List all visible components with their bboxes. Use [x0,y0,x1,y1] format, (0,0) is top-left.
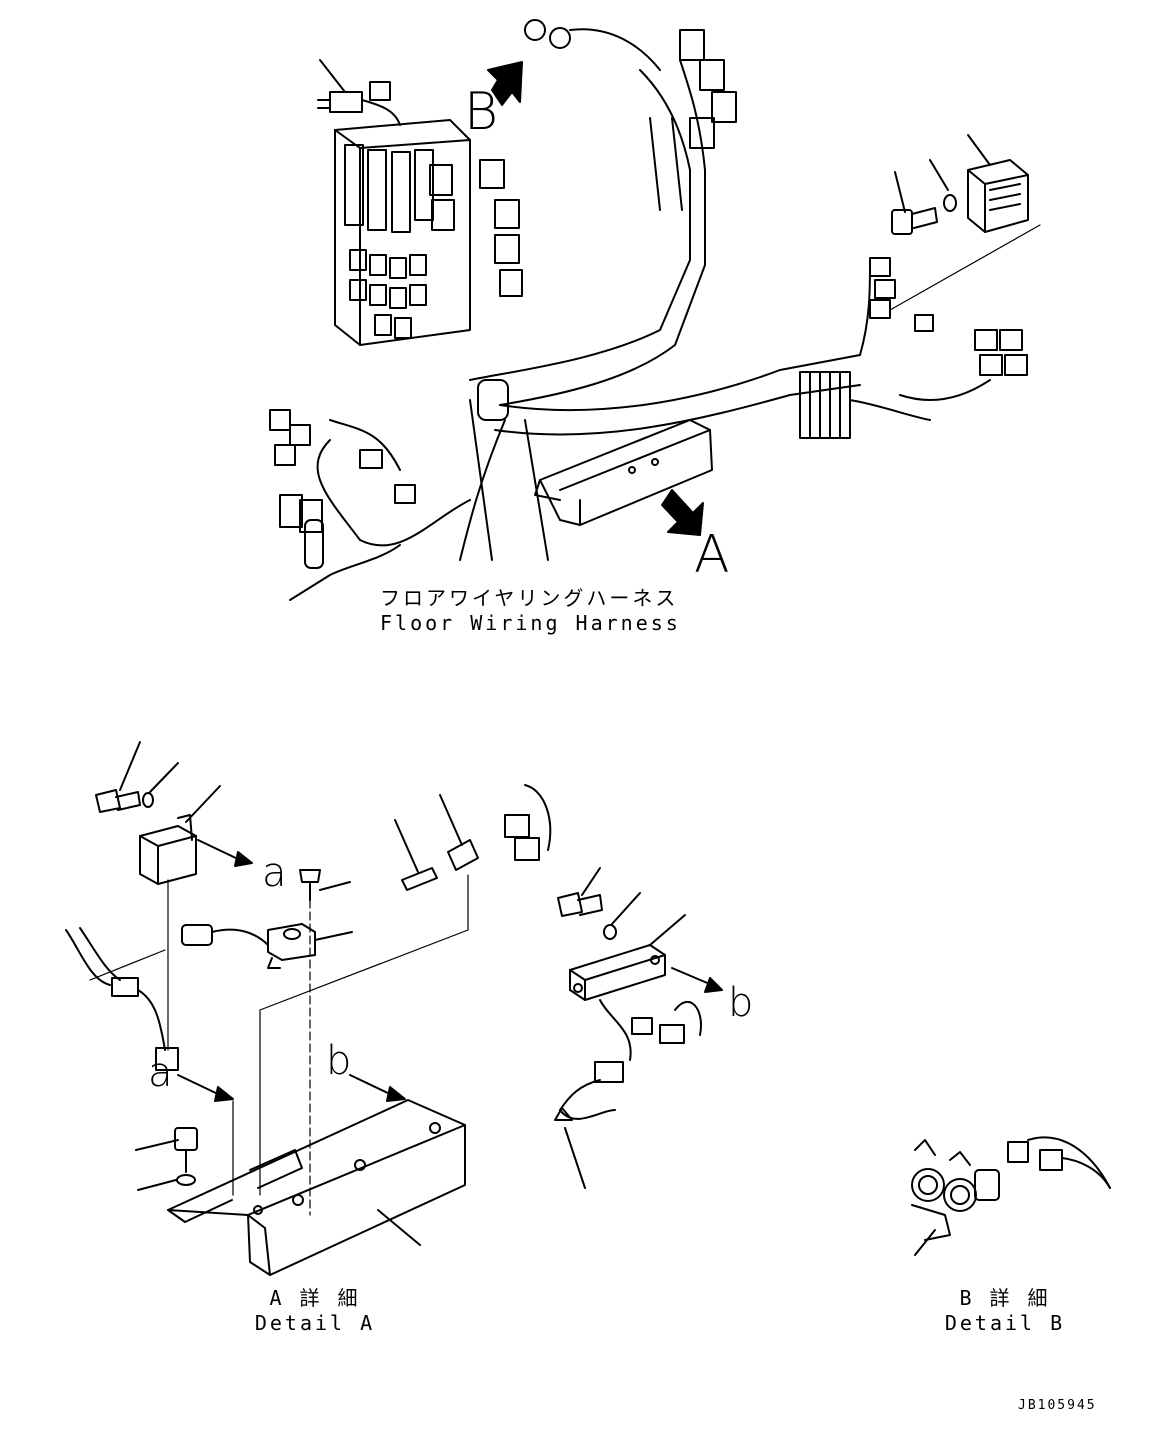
view-label-b: B [464,82,499,142]
ref-label-a-bracket: a [148,1050,173,1096]
drawing-code: JB105945 [1018,1398,1097,1413]
detail-b-caption-jp: B 詳 細 [959,1286,1051,1310]
ref-label-a-relay: a [262,850,287,896]
relay-top-left [317,59,401,126]
detail-a-drawing [65,741,552,1276]
main-caption-jp: フロアワイヤリングハーネス [380,586,679,610]
right-connector-group [799,224,1041,439]
controller-unit [891,134,1029,235]
fuse-relay-block [334,119,523,346]
detail-b-caption-en: Detail B [944,1311,1066,1335]
view-a-arrow [661,489,704,536]
fuse-panel [534,419,713,526]
detail-a-caption-en: Detail A [254,1311,376,1335]
ref-label-b-bracket: b [326,1038,352,1084]
connector-cluster-top [524,19,737,149]
main-caption-en: Floor Wiring Harness [380,611,681,635]
detail-a-caption-jp: A 詳 細 [269,1286,361,1310]
view-label-a: A [694,525,730,585]
view-b-arrow [487,61,523,106]
detail-b-drawing [911,1136,1111,1256]
floor-wiring-harness [269,19,1041,601]
detail-b-bracket [554,867,723,1189]
left-connector-group [269,409,471,601]
ref-label-b-right: b [728,980,754,1026]
